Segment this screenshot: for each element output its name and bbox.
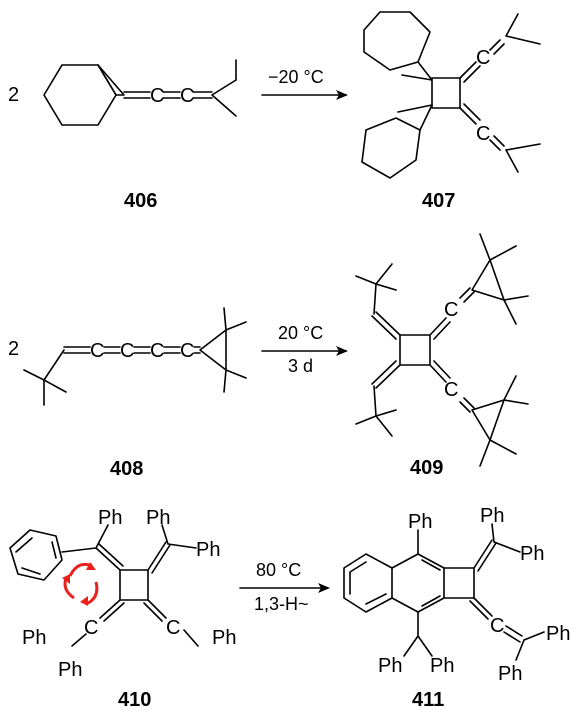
compound-number-407: 407 [422, 190, 455, 212]
cumulene-carbon-410-2: C [166, 617, 180, 639]
ph-label-411-7: Ph [498, 663, 522, 685]
stoichiometry-2-row1: 2 [8, 84, 19, 106]
cumulene-carbon-408-4: C [180, 340, 194, 362]
condition-process-row3: 1,3-H~ [254, 594, 309, 614]
cumulene-carbon-407-2: C [476, 123, 490, 145]
ph-label-411-2: Ph [378, 655, 402, 677]
ph-label-411-4: Ph [480, 505, 504, 527]
ph-label-410-3: Ph [196, 539, 220, 561]
cumulene-carbon-408-2: C [120, 340, 134, 362]
ph-label-410-5: Ph [58, 659, 82, 681]
condition-time-row2: 3 d [288, 356, 313, 376]
ph-label-411-6: Ph [546, 623, 570, 645]
molecule-411: Ph Ph Ph Ph Ph C Ph Ph [343, 505, 570, 685]
cumulene-carbon-407-1: C [476, 47, 490, 69]
ph-label-410-2: Ph [146, 507, 170, 529]
ph-label-410-4: Ph [22, 627, 46, 649]
ph-label-411-3: Ph [430, 655, 454, 677]
reaction-arrow-row2 [261, 346, 348, 356]
compound-number-406: 406 [124, 190, 157, 212]
rotation-arrows-highlight-410 [62, 562, 99, 606]
cumulene-carbon-408-1: C [90, 340, 104, 362]
cumulene-carbon-408-3: C [150, 340, 164, 362]
molecule-409: C C [355, 233, 529, 467]
cumulene-carbon-409-1: C [444, 299, 458, 321]
cumulene-carbon-409-2: C [444, 379, 458, 401]
condition-temperature-row3: 80 °C [256, 560, 301, 580]
condition-temperature-row2: 20 °C [278, 323, 323, 343]
molecule-407: C C [361, 11, 541, 179]
ph-label-410-1: Ph [98, 507, 122, 529]
reaction-arrow-row3 [239, 583, 330, 593]
molecule-408: C C C C [23, 307, 247, 406]
condition-temperature-row1: −20 °C [268, 67, 324, 87]
molecule-410: Ph Ph Ph C Ph Ph C Ph [9, 507, 236, 681]
stoichiometry-2-row2: 2 [8, 338, 19, 360]
molecule-406: C C [43, 59, 237, 126]
compound-number-409: 409 [410, 457, 443, 479]
cumulene-carbon-411-1: C [490, 615, 504, 637]
cumulene-carbon-406-1: C [150, 85, 164, 107]
compound-number-408: 408 [110, 458, 143, 480]
compound-number-410: 410 [118, 689, 151, 711]
ph-label-410-6: Ph [212, 627, 236, 649]
ph-label-411-5: Ph [520, 543, 544, 565]
reaction-arrow-row1 [261, 90, 348, 100]
cumulene-carbon-410-1: C [84, 617, 98, 639]
compound-number-411: 411 [412, 689, 444, 711]
cumulene-carbon-406-2: C [180, 85, 194, 107]
ph-label-411-1: Ph [408, 511, 432, 533]
